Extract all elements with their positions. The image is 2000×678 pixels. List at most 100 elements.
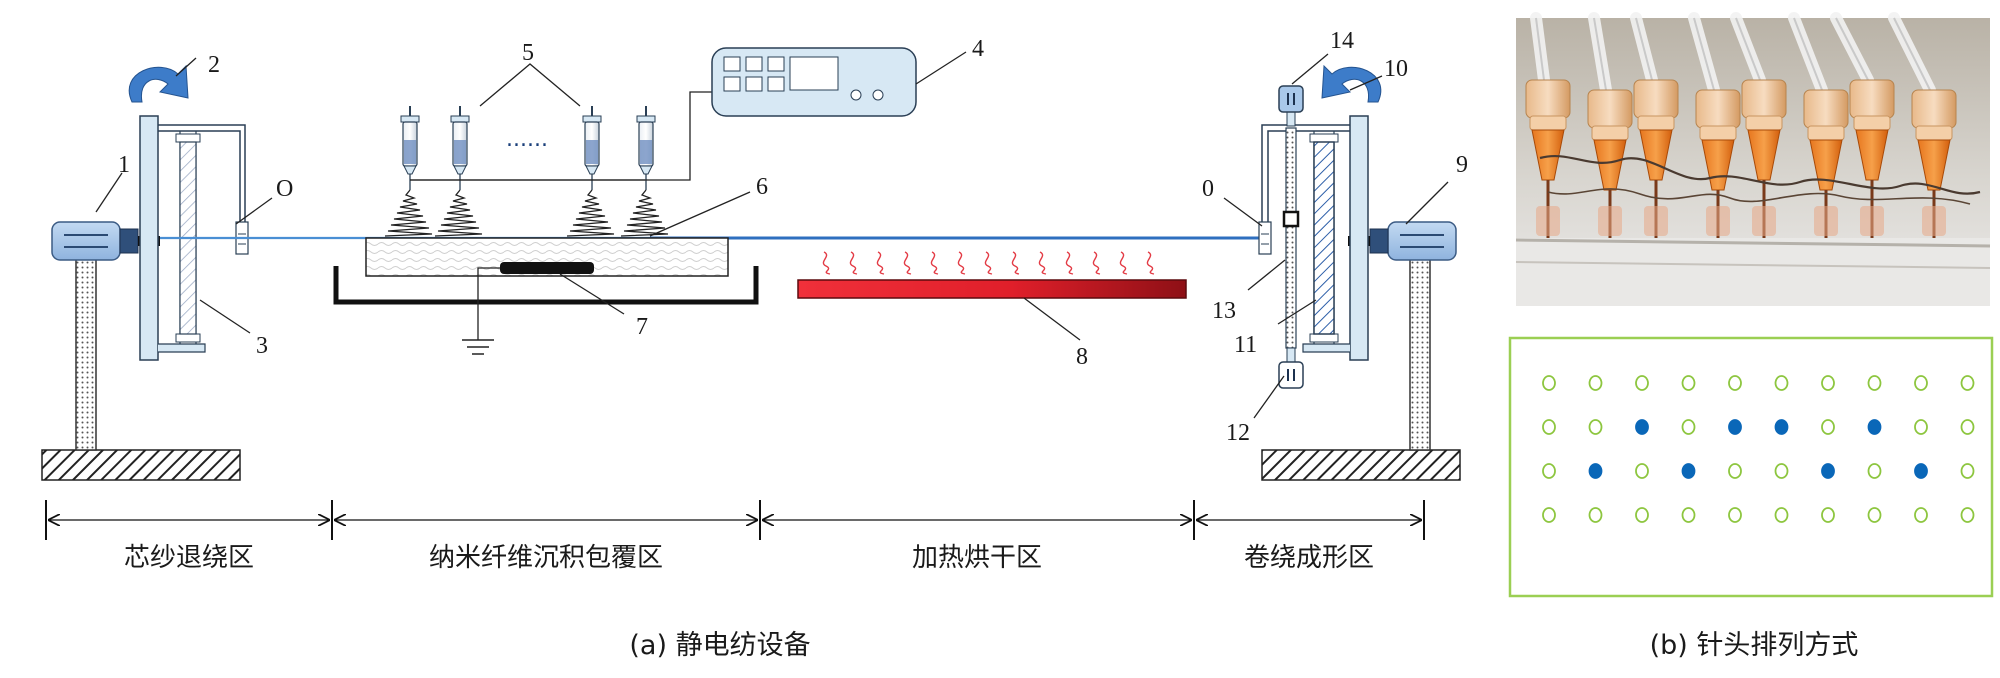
left-base [41,449,241,481]
caption-b: (b) 针头排列方式 [1650,630,1859,661]
high-voltage-power-supply [711,47,917,117]
label-10: 10 [1384,56,1408,82]
left-frame-plate [139,115,159,361]
needle-filled-1-7 [1867,419,1882,435]
heat-wave-9 [1038,251,1047,275]
heat-wave-6 [957,251,966,275]
label-3: 3 [256,333,268,359]
needle-open-3-1 [1588,507,1603,523]
right-base [1261,449,1461,481]
label-o-left: O [276,176,293,202]
syringe-3 [566,106,615,237]
needle-open-2-4 [1728,463,1742,479]
needle-open-3-4 [1728,507,1742,523]
syringe-4 [620,106,669,237]
label-7: 7 [636,314,648,340]
needle-filled-1-2 [1635,419,1649,435]
heat-wave-1 [822,251,831,275]
heat-wave-5 [930,251,939,275]
needle-open-0-3 [1681,375,1696,391]
needle-open-0-7 [1867,375,1882,391]
needle-open-1-3 [1681,419,1696,435]
zone-dimension-line [45,500,1425,540]
needle-open-3-9 [1960,507,1975,523]
needle-photo [1515,12,1991,306]
heat-wave-12 [1119,251,1128,275]
label-4: 4 [972,36,984,62]
label-9: 9 [1456,152,1468,178]
left-motor-coupling [119,228,139,254]
leader-lines [95,51,1449,419]
needle-open-2-7 [1867,463,1882,479]
heat-wave-3 [876,251,885,275]
collector-electrode [500,262,594,274]
take-up-bobbin [1313,141,1335,335]
needle-open-3-3 [1681,507,1696,523]
photo-needle-2 [1587,12,1633,238]
heat-wave-7 [984,251,993,275]
needle-filled-2-8 [1914,463,1928,479]
right-motor [1387,221,1457,261]
photo-needle-5 [1730,12,1787,238]
needle-open-1-9 [1960,419,1975,435]
needle-open-2-5 [1774,463,1789,479]
needle-open-3-0 [1542,507,1556,523]
needle-open-0-1 [1588,375,1603,391]
heater-plate [797,279,1187,299]
needle-open-1-0 [1542,419,1556,435]
photo-needle-8 [1888,12,1957,238]
label-14: 14 [1330,28,1354,54]
photo-needle-1 [1525,12,1571,238]
collector-tray [333,266,759,305]
label-o-right: 0 [1202,176,1214,202]
right-rotation-arrow-icon [1321,64,1382,103]
needle-filled-1-4 [1728,419,1742,435]
label-1: 1 [118,152,130,178]
zone-winding: 卷绕成形区 [1244,543,1374,573]
needle-filled-2-6 [1821,463,1835,479]
deposition-zone: ...... [333,47,917,355]
heating-zone [797,251,1187,299]
needle-open-0-9 [1960,375,1975,391]
needle-open-3-7 [1867,507,1882,523]
syringe-2 [434,106,483,237]
needle-open-0-4 [1728,375,1742,391]
needle-open-2-0 [1542,463,1556,479]
needle-open-1-1 [1588,419,1603,435]
right-column [1409,257,1431,451]
caption-a: (a) 静电纺设备 [629,630,810,661]
needle-open-2-2 [1635,463,1649,479]
heat-wave-4 [903,251,912,275]
zone-heating: 加热烘干区 [912,543,1042,573]
heat-wave-13 [1146,251,1155,275]
label-2: 2 [208,52,220,78]
label-13: 13 [1212,298,1236,324]
right-motor-coupling [1369,228,1389,254]
photo-needle-6 [1788,12,1849,238]
photo-needle-4 [1688,12,1741,238]
winding-station [1258,64,1461,481]
heat-wave-8 [1011,251,1020,275]
traverse-screw [1285,127,1297,349]
needle-filled-2-3 [1681,463,1696,479]
label-12: 12 [1226,420,1250,446]
left-column [75,257,97,451]
needle-open-3-8 [1914,507,1928,523]
label-8: 8 [1076,344,1088,370]
heat-wave-11 [1092,251,1101,275]
left-rotation-arrow-icon [128,64,189,103]
needle-open-0-8 [1914,375,1928,391]
heat-wave-10 [1065,251,1074,275]
label-11: 11 [1234,332,1257,358]
traverse-motor-bottom [1278,361,1304,389]
needle-filled-2-1 [1588,463,1603,479]
label-5: 5 [522,40,534,66]
label-6: 6 [756,174,768,200]
needle-open-3-6 [1821,507,1835,523]
needle-open-3-5 [1774,507,1789,523]
syringe-ellipsis: ...... [506,127,548,152]
needle-open-1-6 [1821,419,1835,435]
left-motor [51,221,121,261]
zone-deposition: 纳米纤维沉积包覆区 [429,543,663,573]
